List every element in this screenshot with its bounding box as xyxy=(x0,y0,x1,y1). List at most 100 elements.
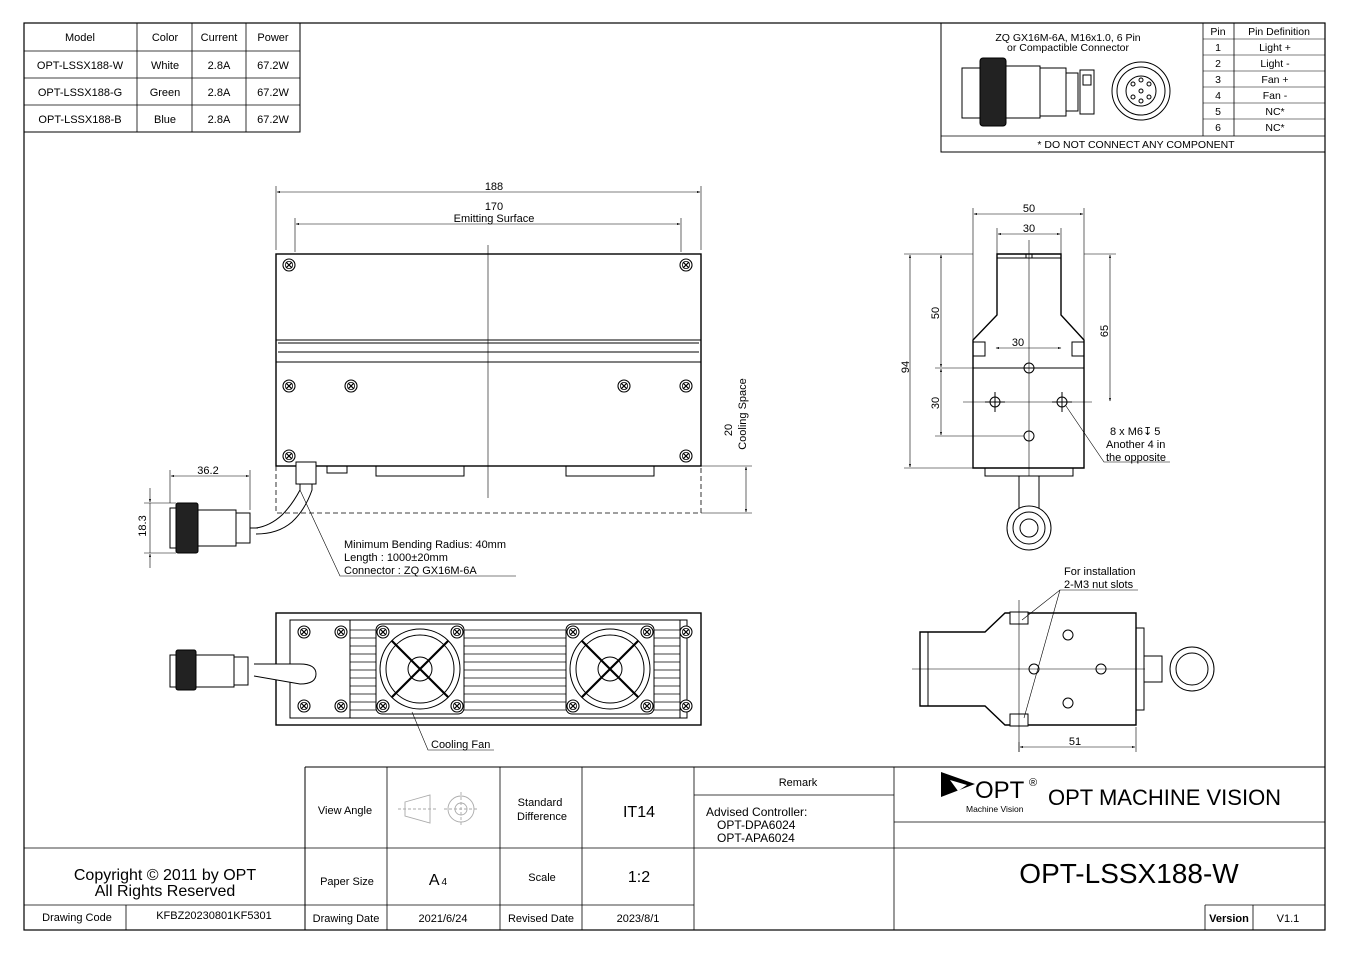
side-view xyxy=(904,208,1170,551)
table-cell: OPT-LSSX188-B xyxy=(38,114,121,126)
holes-note-2: Another 4 in xyxy=(1106,439,1165,451)
install-note-1: For installation xyxy=(1064,566,1136,578)
version-label: Version xyxy=(1209,913,1249,925)
cooling-fan-label: Cooling Fan xyxy=(431,739,490,751)
opt-logo-icon xyxy=(941,772,975,797)
view-angle-label: View Angle xyxy=(318,805,372,817)
standard-label-1: Standard xyxy=(518,797,563,809)
pin-definition: NC* xyxy=(1265,106,1284,118)
dim-upper-height: 50 xyxy=(930,307,942,319)
drawing-code-value: KFBZ20230801KF5301 xyxy=(156,910,272,922)
pin-number: 4 xyxy=(1215,90,1221,102)
pin-number: 2 xyxy=(1215,58,1221,70)
dim-connector-length: 36.2 xyxy=(197,465,218,477)
dim-51: 51 xyxy=(1069,736,1081,748)
dim-cooling-space: 20 xyxy=(723,424,735,436)
remark-label: Remark xyxy=(779,777,818,789)
table-cell: 67.2W xyxy=(257,87,289,99)
title-block-text: View Angle Standard Difference IT14 Rema… xyxy=(42,777,1299,925)
dim-emitting-length: 170 xyxy=(485,201,503,213)
table-cell: Green xyxy=(150,87,181,99)
holes-note-3: the opposite xyxy=(1106,452,1166,464)
dim-hole-spacing: 30 xyxy=(1012,337,1024,349)
drawing-date-label: Drawing Date xyxy=(313,913,380,925)
emitting-surface-label: Emitting Surface xyxy=(454,213,535,225)
advised-controller-label: Advised Controller: xyxy=(706,805,807,819)
title-block xyxy=(24,766,1325,930)
product-code: OPT-LSSX188-W xyxy=(1019,858,1239,889)
table-cell: OPT-LSSX188-W xyxy=(37,60,124,72)
drawing-code-label: Drawing Code xyxy=(42,912,112,924)
table-cell: 2.8A xyxy=(208,87,231,99)
table-cell: 2.8A xyxy=(208,60,231,72)
table-cell: Blue xyxy=(154,114,176,126)
bottom-view xyxy=(169,612,702,751)
table-cell: OPT-LSSX188-G xyxy=(38,87,122,99)
table-cell: 67.2W xyxy=(257,114,289,126)
connector-note: * DO NOT CONNECT ANY COMPONENT xyxy=(1037,139,1235,151)
side-view-labels: 50 30 30 94 50 30 65 8 x M6↧5 Another 4 … xyxy=(900,203,1166,464)
connector-title-2: or Compactible Connector xyxy=(1007,42,1129,54)
scale-label: Scale xyxy=(528,872,556,884)
top-side-view xyxy=(912,589,1215,752)
color-header: Color xyxy=(152,32,179,44)
cable-note-connector: Connector : ZQ GX16M-6A xyxy=(344,565,477,577)
dim-top-width: 30 xyxy=(1023,223,1035,235)
pin-definition: NC* xyxy=(1265,122,1284,134)
connector-pin-table: ZQ GX16M-6A, M16x1.0, 6 Pin or Compactib… xyxy=(940,22,1326,153)
depth-icon: ↧ xyxy=(1143,426,1152,438)
cable-note-bending: Minimum Bending Radius: 40mm xyxy=(344,539,506,551)
model-header: Model xyxy=(65,32,95,44)
cooling-space-label: Cooling Space xyxy=(737,378,749,450)
scale-value: 1:2 xyxy=(628,869,650,886)
revised-date-value: 2023/8/1 xyxy=(617,913,660,925)
dim-lower-height: 30 xyxy=(930,397,942,409)
projection-symbol-icon xyxy=(398,792,478,826)
dim-total-height: 94 xyxy=(900,361,912,373)
model-table: Model Color Current Power OPT-LSSX188-W … xyxy=(23,22,301,133)
copyright-line-1: Copyright © 2011 by OPT xyxy=(74,867,256,884)
pin-number: 5 xyxy=(1215,106,1221,118)
brand-name: OPT MACHINE VISION xyxy=(1048,785,1281,810)
top-side-view-labels: For installation 2-M3 nut slots 51 xyxy=(1064,566,1136,748)
dim-width: 50 xyxy=(1023,203,1035,215)
front-view-labels: 188 170 Emitting Surface 20 Cooling Spac… xyxy=(137,181,749,577)
dim-connector-diameter: 18.3 xyxy=(137,515,149,536)
pin-number: 1 xyxy=(1215,42,1221,54)
connector-icon xyxy=(961,57,1171,127)
pin-number: 3 xyxy=(1215,74,1221,86)
power-header: Power xyxy=(257,32,289,44)
dim-overall-length: 188 xyxy=(485,181,503,193)
pin-definition-header: Pin Definition xyxy=(1248,26,1310,38)
front-view xyxy=(144,186,752,577)
pin-definition: Fan - xyxy=(1263,90,1288,102)
cable-note-length: Length : 1000±20mm xyxy=(344,552,448,564)
sheet-border xyxy=(23,22,1326,931)
current-header: Current xyxy=(201,32,238,44)
brand-registered-mark: ® xyxy=(1029,777,1037,789)
pin-definition: Fan + xyxy=(1261,74,1288,86)
install-note-2: 2-M3 nut slots xyxy=(1064,579,1134,591)
pin-number: 6 xyxy=(1215,122,1221,134)
brand-logo-text: OPT xyxy=(975,777,1025,804)
pin-definition: Light - xyxy=(1260,58,1290,70)
version-value: V1.1 xyxy=(1277,913,1300,925)
copyright-line-2: All Rights Reserved xyxy=(95,883,236,900)
paper-size-label: Paper Size xyxy=(320,876,374,888)
brand-subtitle: Machine Vision xyxy=(966,804,1024,814)
standard-label-2: Difference xyxy=(517,811,567,823)
holes-note-thread: 8 x M6↧5 xyxy=(1110,426,1160,438)
dim-65: 65 xyxy=(1099,325,1111,337)
revised-date-label: Revised Date xyxy=(508,913,574,925)
connector-title-1: ZQ GX16M-6A, M16x1.0, 6 Pin xyxy=(995,32,1140,44)
pin-header: Pin xyxy=(1210,26,1225,38)
standard-value: IT14 xyxy=(623,804,655,821)
controller-2: OPT-APA6024 xyxy=(717,831,795,845)
table-cell: 2.8A xyxy=(208,114,231,126)
table-cell: White xyxy=(151,60,179,72)
drawing-date-value: 2021/6/24 xyxy=(419,913,468,925)
controller-1: OPT-DPA6024 xyxy=(717,818,796,832)
table-cell: 67.2W xyxy=(257,60,289,72)
